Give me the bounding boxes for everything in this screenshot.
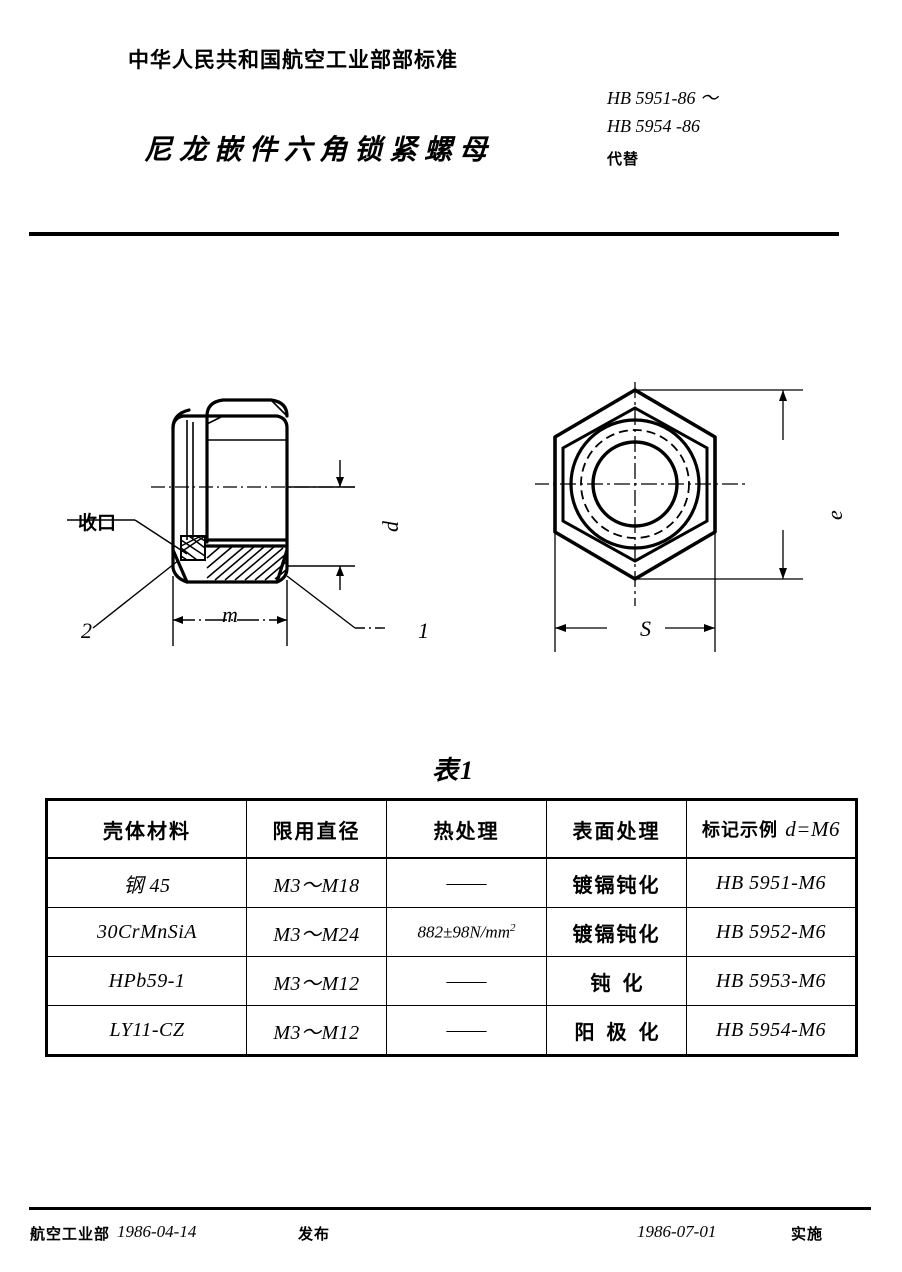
header-cell-surface-treatment: 表面处理 xyxy=(546,799,687,859)
page-title: 尼龙嵌件六角锁紧螺母 xyxy=(144,135,495,166)
header-marking-text: 标记示例 xyxy=(702,820,779,841)
cell-heat-treatment-3: —— xyxy=(386,956,547,1006)
nut-section-view-drawing xyxy=(67,398,385,646)
standard-number-block: HB 5951-86 ～ HB 5954 -86 xyxy=(607,84,718,140)
cell-heat-treatment-2: 882±98N/mm2 xyxy=(386,907,547,957)
cell-marking-example-1: HB 5951-M6 xyxy=(686,857,857,908)
technical-drawings: 收口 2 1 m d xyxy=(0,380,902,680)
replaces-label: 代替 xyxy=(607,150,640,168)
cell-material-1: 钢 45 xyxy=(46,857,247,908)
header-divider-rule xyxy=(29,232,839,236)
table-header-row: 壳体材料 限用直径 热处理 表面处理 标记示例 d=M6 xyxy=(46,799,857,859)
cell-material-4: LY11-CZ xyxy=(46,1005,247,1056)
specification-table: 壳体材料 限用直径 热处理 表面处理 标记示例 d=M6 钢 45 M3～M18… xyxy=(45,798,858,1057)
cell-heat-treatment-1: —— xyxy=(386,857,547,908)
standard-number-second: HB 5954 -86 xyxy=(607,116,700,136)
cell-surface-treatment-2: 镀镉钝化 xyxy=(546,907,687,957)
dimension-s-label: S xyxy=(640,616,651,641)
cell-diameter-2: M3～M24 xyxy=(246,907,387,957)
footer-publish-label: 发布 xyxy=(298,1225,331,1243)
heat-treatment-base: 882±98N/ xyxy=(417,922,486,942)
standard-number-first: HB 5951-86 ～ xyxy=(607,88,718,108)
header-cell-diameter: 限用直径 xyxy=(246,799,387,859)
footer-effective-date: 1986-07-01 xyxy=(637,1222,717,1241)
cell-marking-example-4: HB 5954-M6 xyxy=(686,1005,857,1056)
heat-treatment-denominator: mm xyxy=(485,922,510,942)
cell-heat-treatment-4: —— xyxy=(386,1005,547,1056)
document-header: 中华人民共和国航空工业部部标准 尼龙嵌件六角锁紧螺母 HB 5951-86 ～ … xyxy=(0,0,902,236)
dimension-d-label: d xyxy=(378,521,403,532)
crimp-label: 收口 xyxy=(78,512,117,534)
cell-diameter-1: M3～M18 xyxy=(246,857,387,908)
cell-material-2: 30CrMnSiA xyxy=(46,907,247,957)
nut-top-view-drawing xyxy=(535,382,803,652)
callout-1-label: 1 xyxy=(418,618,429,643)
cell-surface-treatment-1: 镀镉钝化 xyxy=(546,857,687,908)
footer-issue-date: 1986-04-14 xyxy=(117,1222,197,1241)
footer-divider-rule xyxy=(29,1207,871,1210)
cell-diameter-3: M3～M12 xyxy=(246,956,387,1006)
table-row: HPb59-1 M3～M12 —— 钝化 HB 5953-M6 xyxy=(46,956,857,1006)
header-marking-suffix: d=M6 xyxy=(785,817,840,841)
ministry-standard-line: 中华人民共和国航空工业部部标准 xyxy=(128,48,458,72)
header-cell-material: 壳体材料 xyxy=(46,799,247,859)
dimension-e-label: e xyxy=(822,510,847,520)
document-footer: 航空工业部 1986-04-14 发布 1986-07-01 实施 xyxy=(0,1195,902,1255)
table-caption: 表1 xyxy=(432,756,476,785)
footer-issuer: 航空工业部 xyxy=(30,1225,111,1243)
table-row: 30CrMnSiA M3～M24 882±98N/mm2 镀镉钝化 HB 595… xyxy=(46,907,857,957)
footer-implement-label: 实施 xyxy=(791,1225,824,1243)
dimension-m-label: m xyxy=(222,602,238,627)
cell-surface-treatment-4: 阳极化 xyxy=(546,1005,687,1056)
cell-marking-example-2: HB 5952-M6 xyxy=(686,907,857,957)
table-row: LY11-CZ M3～M12 —— 阳极化 HB 5954-M6 xyxy=(46,1005,857,1056)
cell-surface-treatment-3: 钝化 xyxy=(546,956,687,1006)
table-row: 钢 45 M3～M18 —— 镀镉钝化 HB 5951-M6 xyxy=(46,857,857,908)
cell-diameter-4: M3～M12 xyxy=(246,1005,387,1056)
cell-material-3: HPb59-1 xyxy=(46,956,247,1006)
heat-treatment-exponent: 2 xyxy=(509,921,516,934)
cell-marking-example-3: HB 5953-M6 xyxy=(686,956,857,1006)
callout-2-label: 2 xyxy=(81,618,92,643)
header-cell-marking-example: 标记示例 d=M6 xyxy=(686,799,857,859)
header-cell-heat-treatment: 热处理 xyxy=(386,799,547,859)
